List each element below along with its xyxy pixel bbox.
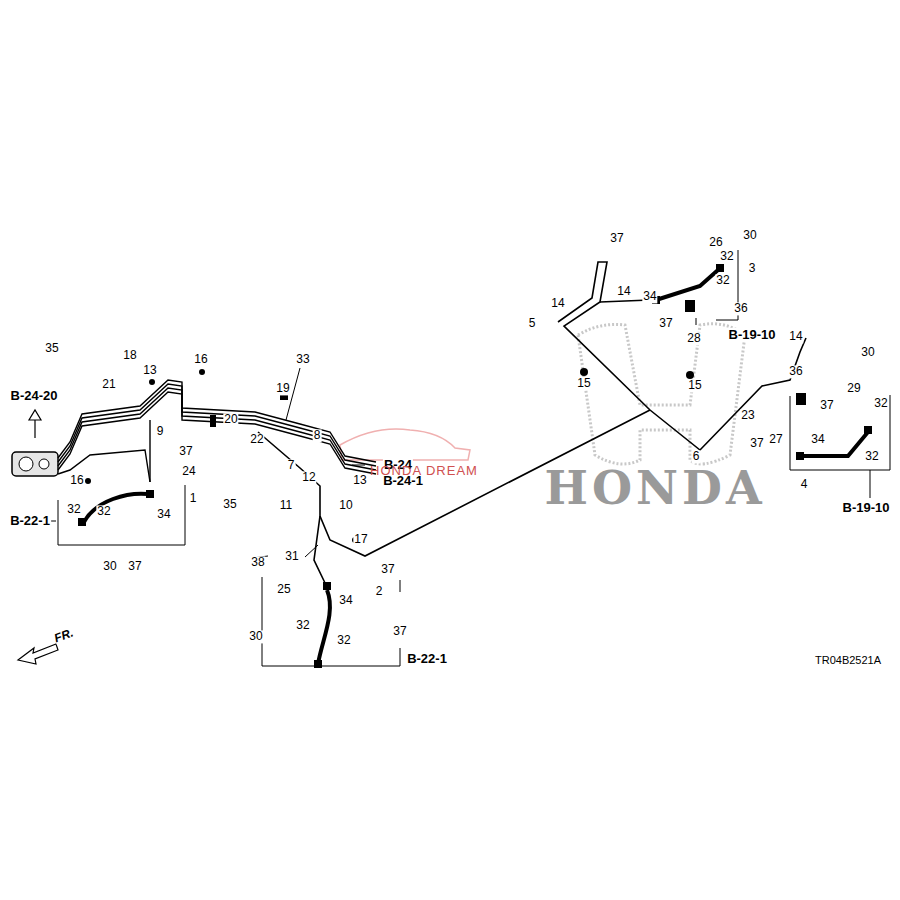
callout-number: 37 [127, 560, 142, 573]
callout-number: 30 [860, 346, 875, 359]
callout-number: 15 [687, 379, 702, 392]
callout-number: 36 [733, 302, 748, 315]
reference-code: B-19-10 [842, 501, 891, 515]
callout-number: 13 [142, 364, 157, 377]
callout-number: 32 [719, 250, 734, 263]
callout-number: 14 [788, 330, 803, 343]
callout-number: 6 [692, 450, 701, 463]
callout-number: 4 [800, 478, 809, 491]
callout-number: 9 [156, 425, 165, 438]
front-arrow [18, 644, 58, 664]
callout-number: 17 [353, 533, 368, 546]
brake-hose [84, 270, 868, 664]
callout-number: 29 [846, 382, 861, 395]
reference-code: B-19-10 [728, 328, 777, 342]
callout-number: 36 [788, 365, 803, 378]
abs-modulator [12, 410, 58, 476]
car-watermark [340, 429, 470, 460]
callout-number: 37 [380, 563, 395, 576]
callout-number: 7 [287, 459, 296, 472]
callout-number: 13 [352, 474, 367, 487]
callout-number: 22 [249, 433, 264, 446]
callout-number: 35 [222, 498, 237, 511]
callout-number: 28 [686, 332, 701, 345]
callout-number: 32 [336, 634, 351, 647]
callout-number: 18 [122, 349, 137, 362]
callout-number: 16 [193, 353, 208, 366]
brake-pipe-harness [58, 380, 376, 482]
reference-code: B-22-1 [9, 514, 51, 528]
callout-number: 21 [101, 378, 116, 391]
callout-number: 10 [338, 499, 353, 512]
callout-number: 14 [550, 297, 565, 310]
callout-number: 37 [392, 625, 407, 638]
callout-number: 37 [609, 232, 624, 245]
logo-watermark [578, 324, 745, 464]
callout-number: 33 [295, 353, 310, 366]
callout-number: 30 [102, 560, 117, 573]
callout-number: 32 [715, 274, 730, 287]
callout-number: 23 [740, 409, 755, 422]
callout-number: 12 [301, 471, 316, 484]
callout-number: 34 [642, 290, 657, 303]
callout-number: 37 [178, 445, 193, 458]
brake-pipe [258, 262, 806, 585]
reference-code: B-24-20 [10, 389, 59, 403]
callout-number: 37 [658, 317, 673, 330]
callout-number: 5 [528, 317, 537, 330]
reference-code: B-22-1 [406, 652, 448, 666]
callout-number: 26 [708, 236, 723, 249]
callout-number: 37 [749, 437, 764, 450]
callout-number: 8 [313, 429, 322, 442]
callout-number: 24 [181, 465, 196, 478]
callout-number: 15 [576, 377, 591, 390]
watermark: HONDA DREAM [370, 464, 478, 478]
callout-number: 20 [223, 413, 238, 426]
callout-number: 32 [66, 503, 81, 516]
callout-number: 25 [276, 583, 291, 596]
callout-number: 30 [742, 229, 757, 242]
fitting [78, 264, 872, 668]
callout-number: 32 [873, 397, 888, 410]
callout-number: 19 [275, 382, 290, 395]
diagram-code: TR04B2521A [814, 654, 882, 666]
watermark: HONDA [544, 463, 765, 514]
callout-number: 2 [375, 585, 384, 598]
callout-number: 1 [189, 492, 198, 505]
callout-number: 34 [156, 508, 171, 521]
callout-number: 11 [279, 499, 293, 512]
callout-number: 27 [768, 433, 783, 446]
callout-number: 35 [44, 342, 59, 355]
callout-number: 30 [248, 630, 263, 643]
callout-number: 32 [295, 619, 310, 632]
callout-number: 3 [748, 262, 757, 275]
callout-number: 32 [96, 505, 111, 518]
callout-number: 16 [69, 474, 84, 487]
group-bracket [40, 250, 890, 666]
callout-number: 34 [810, 433, 825, 446]
callout-number: 31 [284, 550, 299, 563]
callout-number: 32 [864, 450, 879, 463]
callout-number: 34 [338, 594, 353, 607]
callout-number: 37 [819, 399, 834, 412]
callout-number: 38 [250, 556, 265, 569]
front-indicator: FR. [53, 626, 76, 645]
callout-number: 14 [616, 285, 631, 298]
